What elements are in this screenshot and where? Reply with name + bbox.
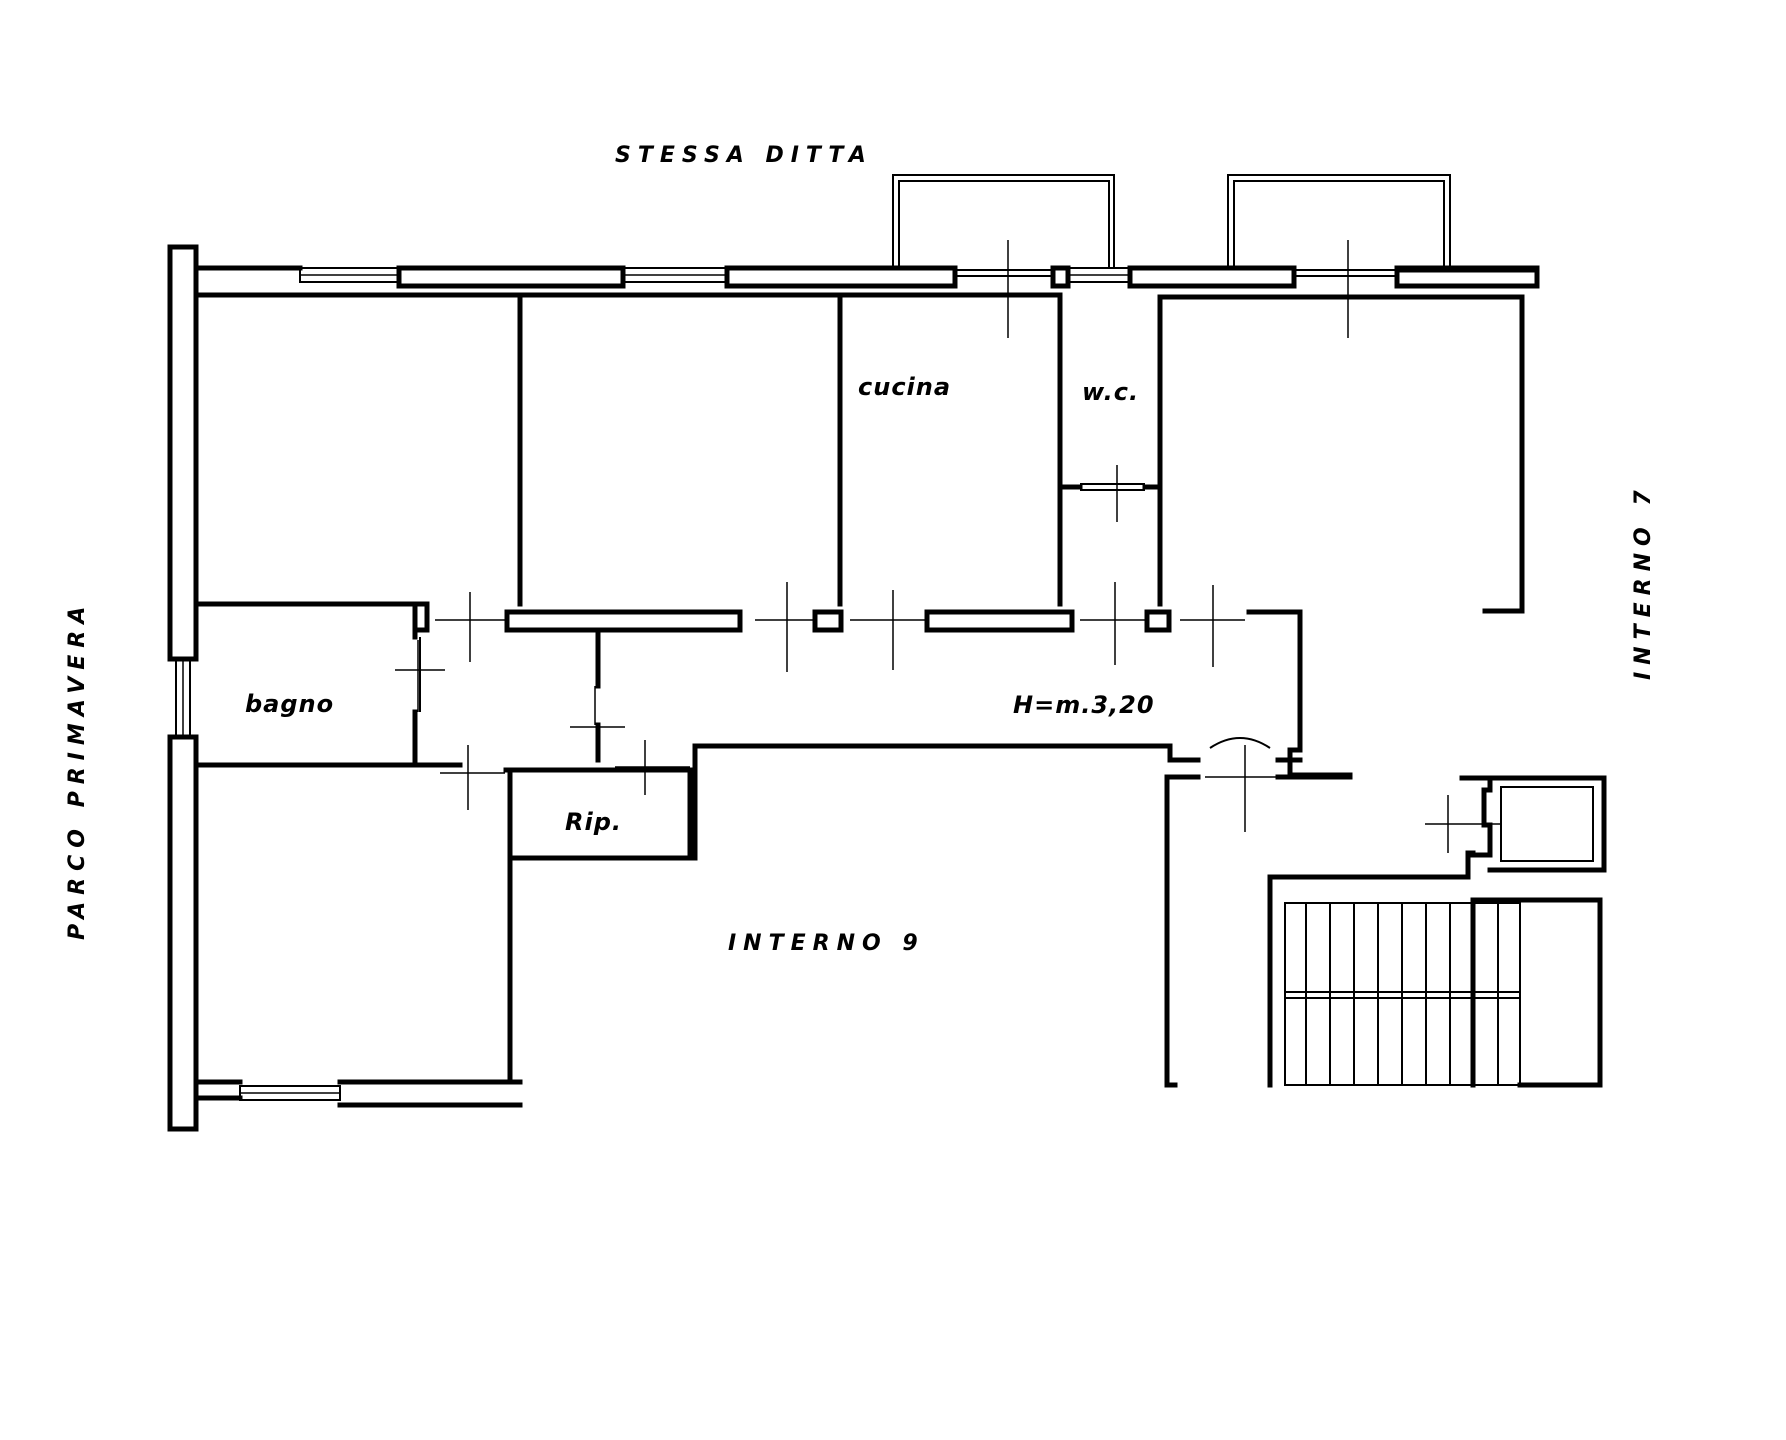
door-markers [395, 240, 1392, 832]
interior-walls [193, 292, 1353, 1088]
kitchen-label: cucina [858, 373, 951, 401]
storage-label: Rip. [565, 808, 622, 836]
outer-walls [167, 244, 1540, 1132]
bottom-neighbor-label: INTERNO 9 [728, 931, 925, 956]
height-label: H=m.3,20 [1013, 691, 1155, 719]
stairwell [1267, 775, 1607, 1088]
stair-treads [1305, 903, 1521, 1085]
right-neighbor-label: INTERNO 7 [1631, 483, 1656, 680]
wc-label: w.c. [1082, 378, 1139, 406]
left-neighbor-label: PARCO PRIMAVERA [65, 600, 90, 940]
top-neighbor-label: STESSA DITTA [615, 143, 873, 168]
bathroom-label: bagno [245, 690, 334, 718]
balconies [892, 174, 1451, 277]
